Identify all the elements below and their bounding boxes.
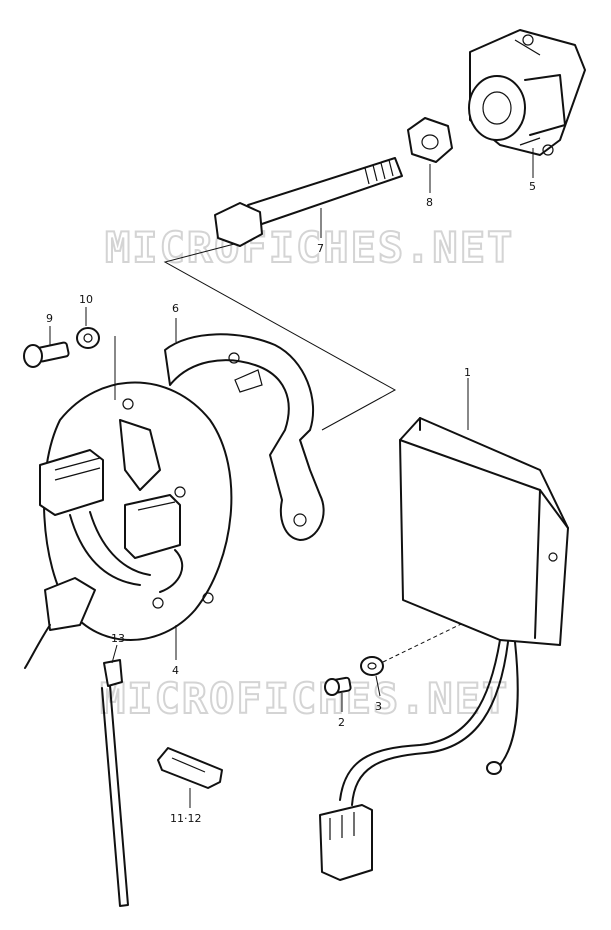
watermark-bottom: MICROFICHES.NET: [100, 674, 509, 723]
part-6-bracket: [164, 333, 325, 541]
watermark-top: MICROFICHES.NET: [105, 223, 514, 272]
callout-7: 7: [317, 242, 324, 255]
part-3-washer: [360, 656, 384, 676]
callout-labels: 1 2 3 4 5 6 7 8 9 10 11·12 13: [46, 180, 536, 825]
callout-10: 10: [79, 293, 93, 306]
part-2-screw: [324, 676, 352, 696]
leader-lines: [49, 148, 534, 808]
part-11-12-clamp: [157, 747, 223, 789]
callout-4: 4: [172, 664, 179, 677]
callout-8: 8: [426, 196, 433, 209]
callout-6: 6: [172, 302, 179, 315]
callout-9: 9: [46, 312, 53, 325]
callout-1: 1: [464, 366, 471, 379]
part-5-sensor-assembly: [468, 29, 586, 156]
part-4-stator-plate: [24, 381, 233, 669]
cdi-wire-harness: [319, 639, 519, 881]
part-13-cable-tie: [101, 659, 129, 907]
callout-13: 13: [111, 632, 125, 645]
callout-5: 5: [529, 180, 536, 193]
part-7-bolt: [214, 157, 403, 247]
part-10-washer: [76, 327, 100, 349]
callout-3: 3: [375, 700, 382, 713]
callout-11-12: 11·12: [170, 812, 202, 825]
callout-2: 2: [338, 716, 345, 729]
part-8-nut: [407, 117, 453, 163]
part-1-cdi-unit: [399, 417, 569, 646]
part-9-screw: [23, 341, 70, 368]
